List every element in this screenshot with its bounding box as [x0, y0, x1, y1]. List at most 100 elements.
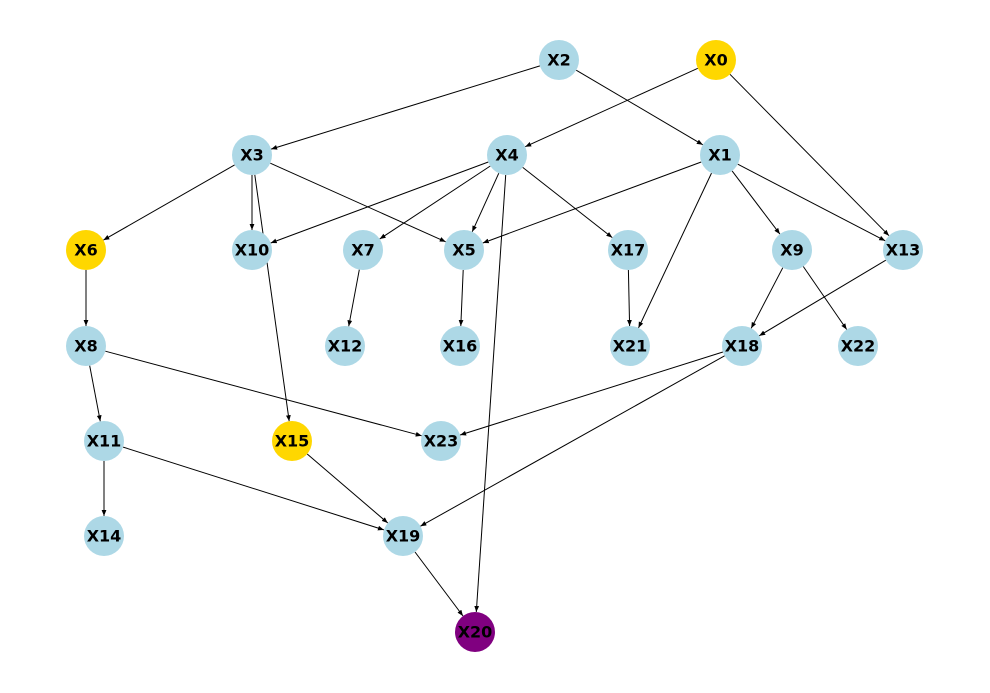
- node-circle: [84, 421, 124, 461]
- node-circle: [608, 230, 648, 270]
- edge-x2-x3: [270, 65, 541, 150]
- node-circle: [383, 516, 423, 556]
- node-x6: X6: [66, 230, 106, 270]
- node-x22: X22: [838, 326, 878, 366]
- edge-x2-x1: [575, 69, 704, 146]
- edge-x3-x6: [103, 164, 235, 241]
- edge-x3-x15: [254, 174, 291, 422]
- node-label: X12: [328, 337, 363, 356]
- node-label: X4: [495, 146, 518, 165]
- node-label: X1: [708, 146, 731, 165]
- node-label: X16: [443, 337, 478, 356]
- node-circle: [610, 326, 650, 366]
- edge-x13-x18: [758, 259, 887, 337]
- edge-x19-x20: [414, 551, 464, 617]
- node-circle: [539, 40, 579, 80]
- node-circle: [232, 135, 272, 175]
- node-x19: X19: [383, 516, 423, 556]
- edge-x9-x22: [802, 266, 848, 330]
- edge-x4-x7: [379, 165, 491, 240]
- node-x7: X7: [343, 230, 383, 270]
- edge-x18-x19: [420, 355, 725, 527]
- node-label: X3: [240, 146, 263, 165]
- node-label: X11: [87, 432, 122, 451]
- edge-x17-x21: [627, 269, 632, 327]
- node-label: X10: [235, 241, 270, 260]
- node-label: X20: [458, 623, 493, 642]
- node-label: X14: [87, 527, 122, 546]
- node-x3: X3: [232, 135, 272, 175]
- node-x0: X0: [696, 40, 736, 80]
- node-x9: X9: [772, 230, 812, 270]
- node-label: X21: [613, 337, 648, 356]
- node-label: X9: [780, 241, 803, 260]
- edge-x4-x10: [270, 161, 489, 244]
- edge-x5-x16: [458, 269, 464, 327]
- node-label: X19: [386, 527, 421, 546]
- node-x23: X23: [421, 421, 461, 461]
- node-circle: [421, 421, 461, 461]
- node-label: X17: [611, 241, 646, 260]
- node-circle: [84, 516, 124, 556]
- node-x15: X15: [272, 421, 312, 461]
- edge-x0-x4: [524, 67, 699, 148]
- edge-x4-x17: [522, 167, 613, 238]
- node-label: X2: [547, 51, 570, 70]
- node-x2: X2: [539, 40, 579, 80]
- edge-x8-x23: [105, 350, 422, 437]
- edge-x1-x13: [737, 163, 886, 242]
- node-circle: [722, 326, 762, 366]
- node-x1: X1: [700, 135, 740, 175]
- node-label: X18: [725, 337, 760, 356]
- edge-x18-x23: [459, 351, 724, 436]
- edge-x9-x18: [750, 267, 784, 329]
- node-label: X15: [275, 432, 310, 451]
- node-x20: X20: [455, 612, 495, 652]
- edge-x1-x21: [638, 172, 712, 329]
- node-circle: [66, 230, 106, 270]
- node-circle: [343, 230, 383, 270]
- node-x8: X8: [66, 326, 106, 366]
- node-x13: X13: [883, 230, 923, 270]
- node-label: X8: [74, 337, 97, 356]
- node-x16: X16: [440, 326, 480, 366]
- node-x17: X17: [608, 230, 648, 270]
- edge-x4-x5: [471, 172, 500, 233]
- node-x14: X14: [84, 516, 124, 556]
- node-circle: [772, 230, 812, 270]
- node-circle: [696, 40, 736, 80]
- edge-x4-x20: [474, 174, 507, 613]
- node-x10: X10: [232, 230, 272, 270]
- node-x12: X12: [325, 326, 365, 366]
- node-circle: [487, 135, 527, 175]
- edge-x0-x13: [729, 73, 890, 237]
- edge-x8-x11: [89, 365, 102, 422]
- edge-x1-x5: [482, 161, 702, 244]
- node-label: X22: [841, 337, 876, 356]
- node-circle: [66, 326, 106, 366]
- node-circle: [455, 612, 495, 652]
- node-x18: X18: [722, 326, 762, 366]
- node-label: X0: [704, 51, 727, 70]
- node-circle: [700, 135, 740, 175]
- node-circle: [440, 326, 480, 366]
- edges-layer: [83, 65, 890, 617]
- node-x5: X5: [444, 230, 484, 270]
- node-x21: X21: [610, 326, 650, 366]
- node-label: X5: [452, 241, 475, 260]
- edge-x11-x19: [122, 446, 385, 531]
- node-x4: X4: [487, 135, 527, 175]
- edge-x1-x9: [731, 170, 781, 235]
- edge-x7-x12: [347, 269, 360, 327]
- node-circle: [272, 421, 312, 461]
- node-label: X6: [74, 241, 97, 260]
- node-circle: [325, 326, 365, 366]
- node-circle: [838, 326, 878, 366]
- node-x11: X11: [84, 421, 124, 461]
- node-label: X23: [424, 432, 459, 451]
- node-label: X7: [351, 241, 374, 260]
- edge-x3-x5: [270, 162, 446, 243]
- node-label: X13: [886, 241, 921, 260]
